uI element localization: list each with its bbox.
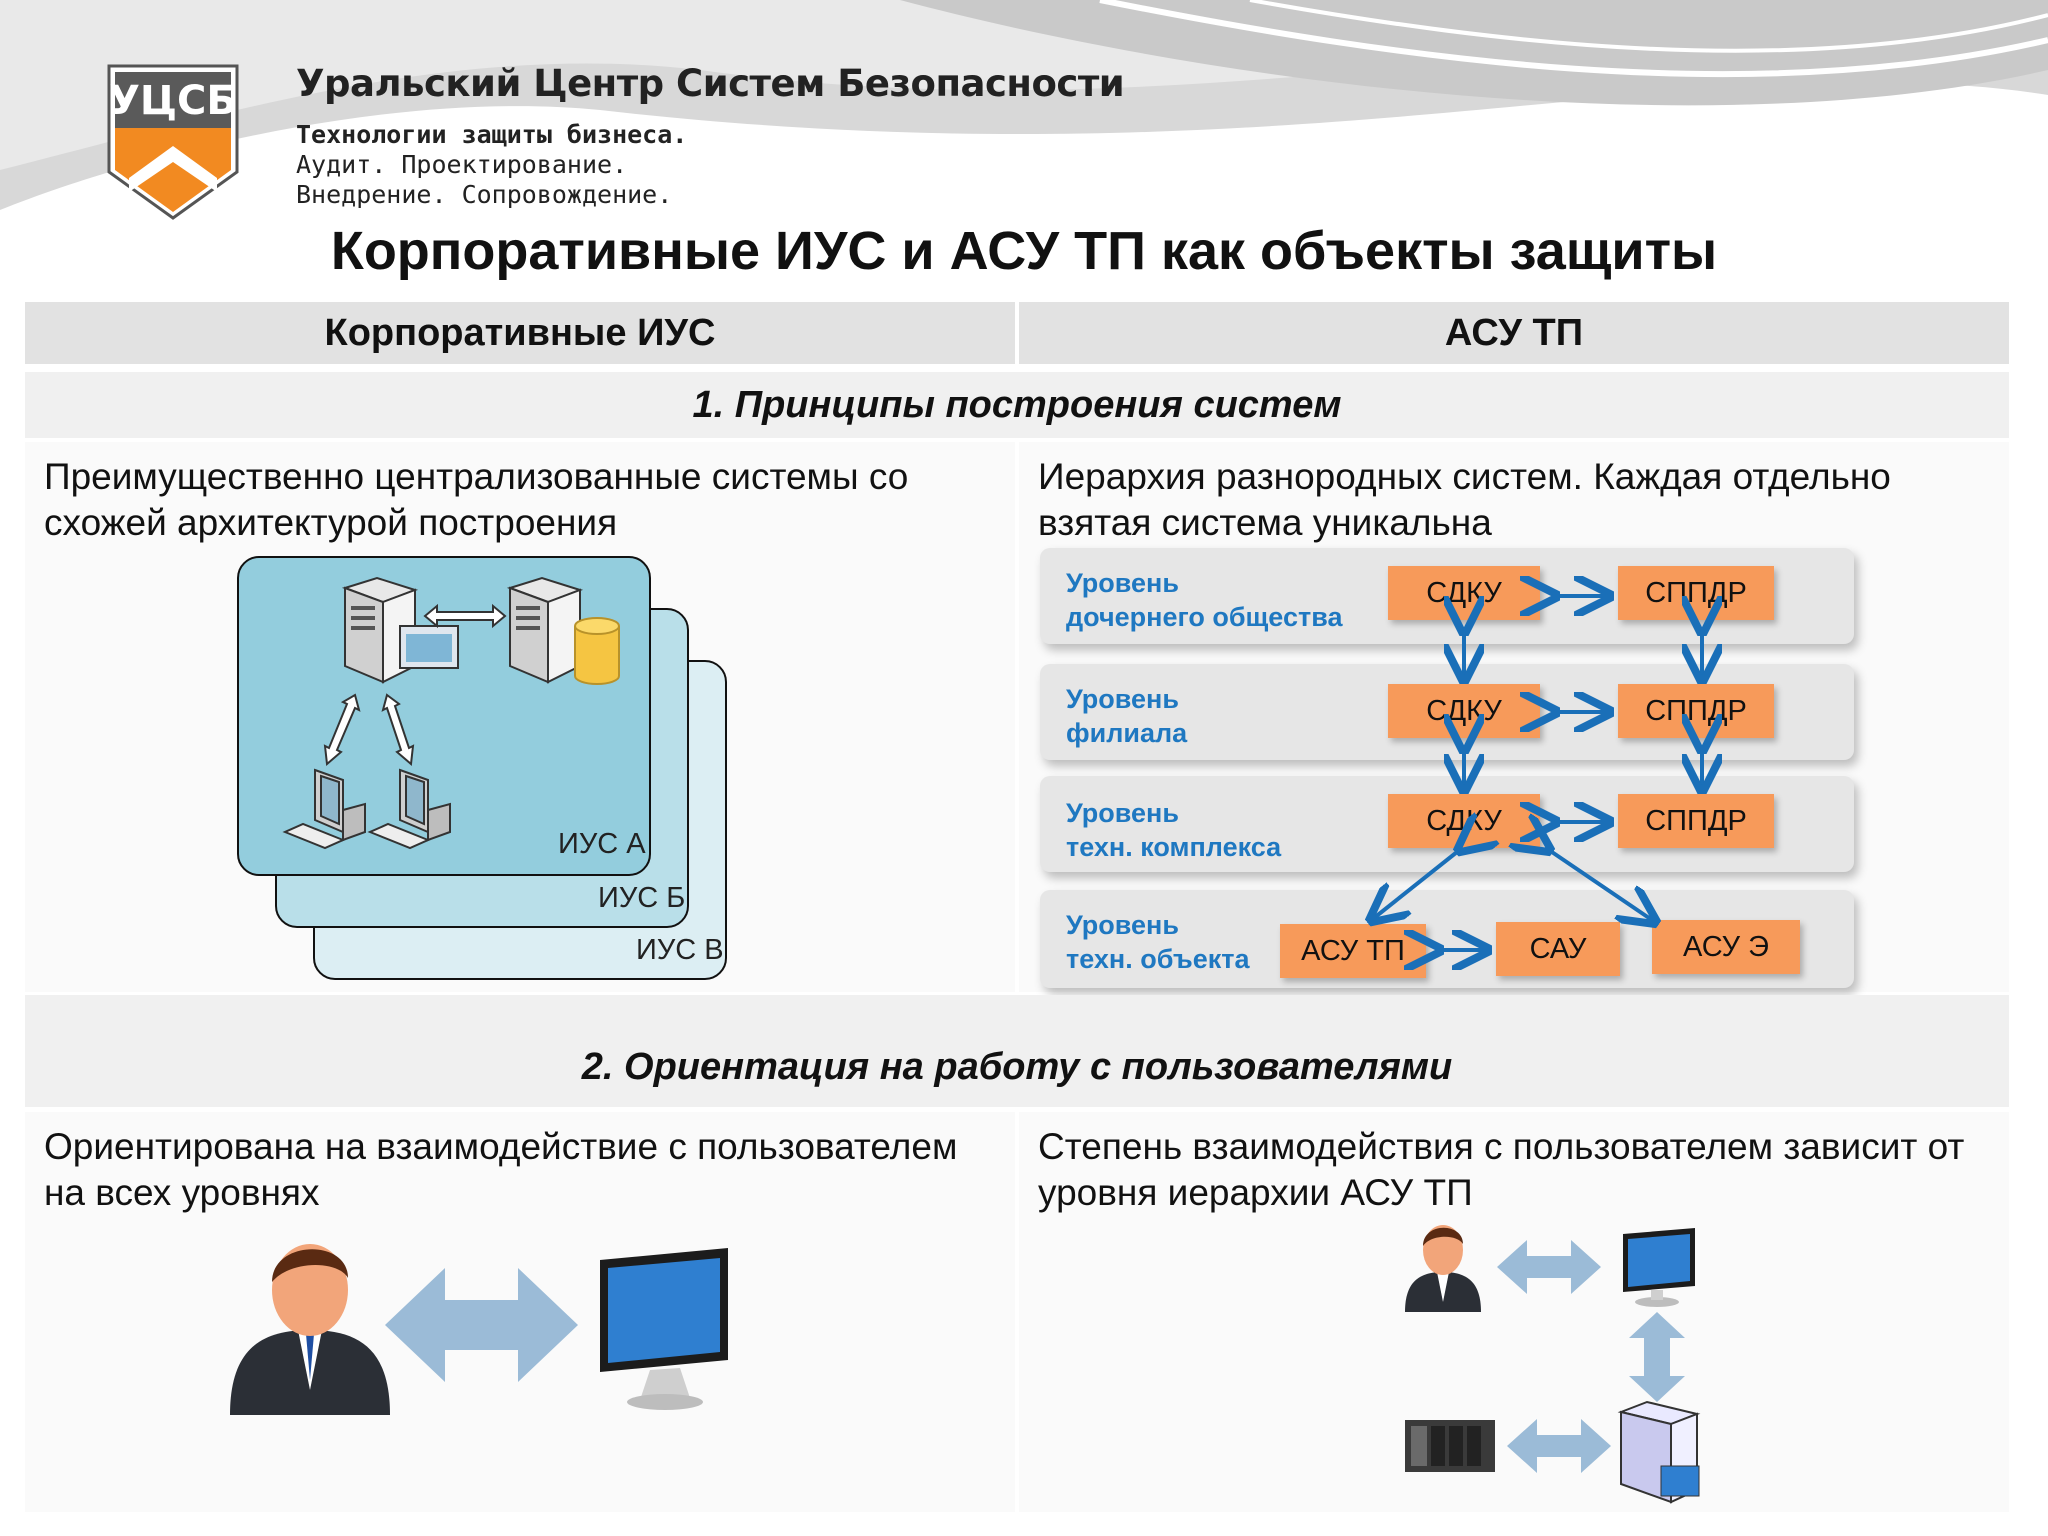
server-icon — [1617, 1400, 1701, 1504]
server-icon — [341, 576, 459, 684]
column-header-right: АСУ ТП — [1019, 302, 2009, 364]
plc-icon — [1405, 1420, 1495, 1472]
asu-interaction-diagram — [1405, 1225, 1701, 1504]
background-swoosh — [0, 0, 2048, 210]
sau-box: САУ — [1496, 922, 1620, 976]
workstation-icon — [367, 768, 451, 850]
sdku-box-1: СДКУ — [1388, 566, 1540, 620]
company-logo: УЦСБ — [105, 62, 241, 222]
database-server-icon — [506, 576, 620, 685]
company-name: Уральский Центр Систем Безопасности — [296, 62, 1125, 105]
column-header-left: Корпоративные ИУС — [25, 302, 1015, 364]
sppdr-box-1: СППДР — [1618, 566, 1774, 620]
monitor-icon — [1623, 1228, 1695, 1307]
page-title: Корпоративные ИУС и АСУ ТП как объекты з… — [330, 221, 1718, 281]
sdku-box-2: СДКУ — [1388, 684, 1540, 738]
ius-a-label: ИУС А — [558, 828, 646, 860]
workstation-icon — [282, 768, 366, 850]
monitor-icon — [600, 1248, 728, 1410]
sppdr-box-3: СППДР — [1618, 794, 1774, 848]
section-heading-2: 2. Ориентация на работу с пользователями — [25, 995, 2009, 1107]
double-arrow-icon — [1507, 1419, 1611, 1473]
slogan-line-3: Внедрение. Сопровождение. — [296, 180, 673, 209]
section1-left-text: Преимущественно централизованные системы… — [44, 456, 909, 543]
ius-network-diagram — [282, 576, 620, 850]
double-arrow-icon — [1497, 1240, 1601, 1294]
ius-v-label: ИУС В — [636, 934, 724, 966]
asu-e-box: АСУ Э — [1652, 920, 1800, 974]
user-icon — [1405, 1225, 1481, 1312]
section-heading-1: 1. Принципы построения систем — [25, 372, 2009, 438]
section2-right-text: Степень взаимодействия с пользователем з… — [1038, 1126, 1965, 1213]
slogan-line-2: Аудит. Проектирование. — [296, 150, 628, 179]
double-arrow-icon — [323, 693, 415, 766]
logo-text: УЦСБ — [109, 78, 237, 124]
sppdr-box-2: СППДР — [1618, 684, 1774, 738]
asu-tp-box: АСУ ТП — [1280, 924, 1426, 978]
double-arrow-icon — [1629, 1312, 1685, 1402]
ius-b-label: ИУС Б — [598, 882, 686, 914]
double-arrow-icon — [385, 1268, 578, 1382]
user-interaction-diagram — [230, 1244, 728, 1415]
user-icon — [230, 1244, 390, 1415]
slogan-line-1: Технологии защиты бизнеса. — [296, 120, 688, 149]
section2-left-text: Ориентирована на взаимодействие с пользо… — [44, 1126, 958, 1213]
double-arrow-icon — [423, 603, 507, 629]
sdku-box-3: СДКУ — [1388, 794, 1540, 848]
section1-right-text: Иерархия разнородных систем. Каждая отде… — [1038, 456, 1891, 543]
